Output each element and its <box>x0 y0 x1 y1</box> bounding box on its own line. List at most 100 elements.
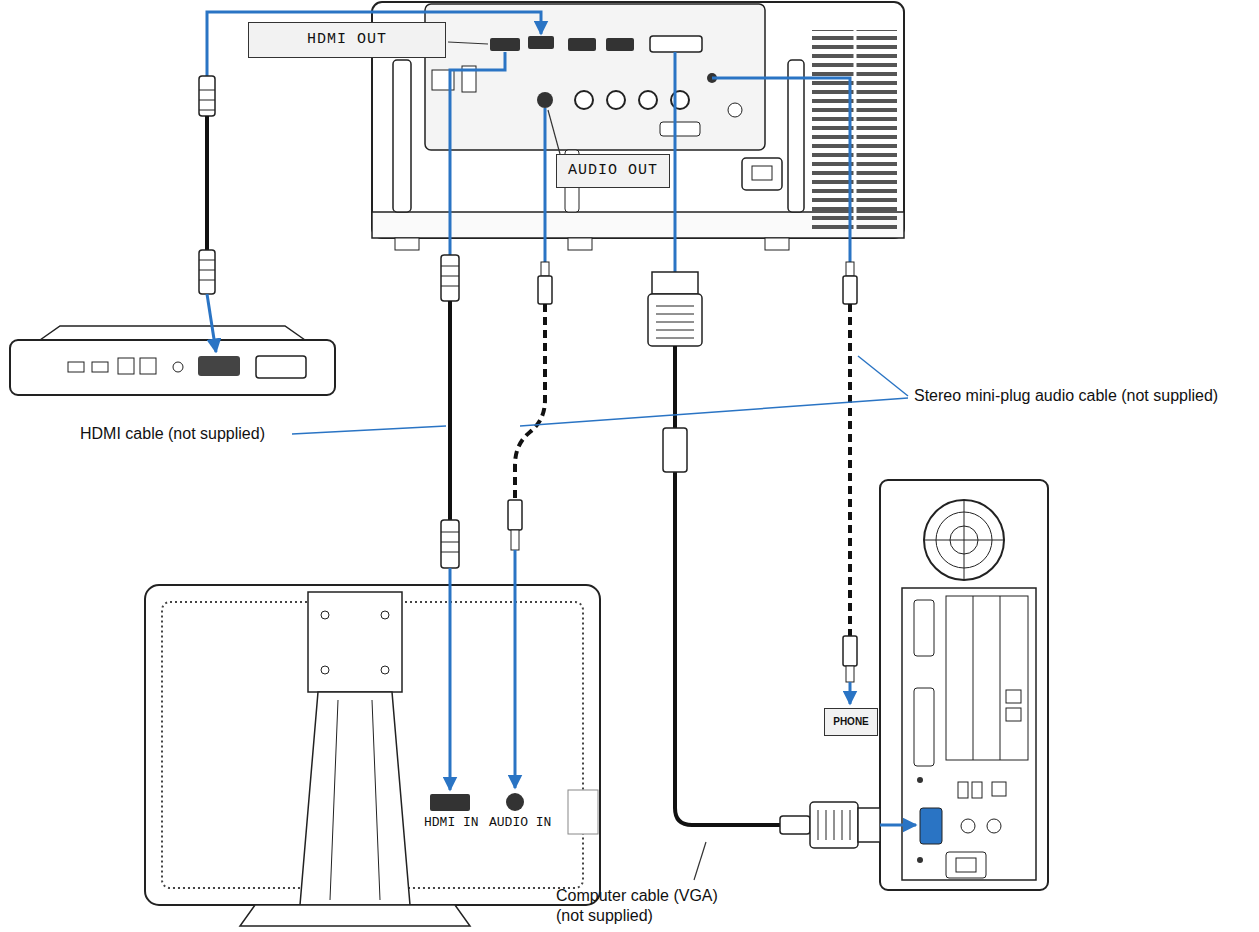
projector <box>568 38 596 51</box>
monitor <box>308 592 402 692</box>
callout-box: AUDIO OUT <box>556 154 670 188</box>
hdmi-cable-laptop <box>199 76 215 116</box>
pc-tower <box>992 782 1006 796</box>
port-label: AUDIO OUT <box>568 162 658 180</box>
pc-tower <box>880 480 1048 890</box>
leader-line <box>292 426 446 434</box>
hdmi-cable-monitor <box>448 301 452 520</box>
vga-cable <box>648 52 916 880</box>
pc-tower <box>914 600 934 656</box>
audio-cable-monitor <box>538 276 552 304</box>
hdmi-cable-laptop <box>207 12 541 76</box>
port-label: AUDIO IN <box>489 815 551 830</box>
pc-tower <box>1006 708 1021 721</box>
port-label: PHONE <box>833 716 869 728</box>
monitor <box>240 905 470 926</box>
projector <box>568 238 592 250</box>
cable-label: Computer cable (VGA) (not supplied) <box>556 886 734 926</box>
monitor <box>321 611 329 619</box>
audio-cable-monitor <box>511 530 519 550</box>
pc-tower <box>902 588 1036 880</box>
vga-cable <box>880 824 916 827</box>
port-label: HDMI IN <box>424 815 479 830</box>
projector <box>752 166 772 180</box>
hdmi-cable-laptop <box>205 116 209 250</box>
monitor <box>381 611 389 619</box>
monitor <box>145 585 600 926</box>
vga-cable <box>694 842 706 880</box>
projector <box>812 30 897 230</box>
hdmi-cable-laptop <box>199 12 541 352</box>
vga-cable <box>652 272 698 294</box>
projector <box>395 238 419 250</box>
vga-cable <box>674 52 677 272</box>
vga-cable <box>818 810 850 840</box>
leader-line <box>292 356 908 434</box>
projector <box>854 30 857 230</box>
projector <box>490 38 520 51</box>
laptop <box>140 358 156 374</box>
audio-cable-monitor <box>544 108 547 262</box>
audio-cable-monitor <box>508 108 552 788</box>
projector <box>660 122 700 136</box>
hdmi-cable-monitor <box>441 532 459 552</box>
pc-tower <box>880 480 1048 890</box>
audio-cable-pc <box>849 682 852 704</box>
laptop <box>198 356 240 376</box>
vga-cable <box>858 808 880 842</box>
pc-tower <box>956 858 976 872</box>
laptop <box>40 326 305 340</box>
pc-tower <box>914 688 934 766</box>
projector <box>742 158 782 190</box>
audio-cable-monitor <box>541 262 549 276</box>
cable-label: Stereo mini-plug audio cable (not suppli… <box>914 386 1244 406</box>
pc-tower <box>917 777 923 783</box>
laptop <box>256 356 306 378</box>
hdmi-cable-monitor <box>441 52 505 790</box>
monitor <box>568 790 598 834</box>
audio-cable-monitor <box>515 304 545 500</box>
pc-tower <box>961 819 975 833</box>
audio-cable-pc <box>846 666 854 682</box>
hdmi-cable-laptop <box>207 294 216 352</box>
monitor <box>300 692 410 905</box>
projector <box>575 91 593 109</box>
pc-tower <box>987 819 1001 833</box>
monitor <box>381 666 389 674</box>
hdmi-cable-monitor <box>449 568 452 790</box>
laptop <box>68 362 84 372</box>
audio-cable-pc <box>848 304 852 636</box>
vga-cable <box>663 428 687 472</box>
audio-cable-monitor <box>508 500 522 530</box>
audio-cable-pc <box>712 78 850 262</box>
audio-cable-pc <box>843 636 857 666</box>
leader-line <box>548 110 560 154</box>
leader-line <box>520 398 908 426</box>
vga-cable <box>810 802 858 848</box>
monitor <box>321 666 329 674</box>
projector <box>650 36 702 52</box>
audio-cable-pc <box>712 78 857 704</box>
pc-tower <box>917 857 923 863</box>
audio-cable-monitor <box>514 550 517 788</box>
laptop <box>10 340 335 395</box>
hdmi-cable-laptop <box>199 90 215 110</box>
projector <box>788 60 804 212</box>
audio-cable-pc <box>846 262 854 276</box>
projector <box>537 92 553 108</box>
hdmi-cable-monitor <box>441 255 459 301</box>
projector <box>393 60 411 212</box>
hdmi-cable-monitor <box>441 520 459 568</box>
pc-tower <box>924 500 1004 580</box>
projector <box>765 238 789 250</box>
projector <box>728 103 742 117</box>
hdmi-cable-laptop <box>199 250 215 294</box>
pc-tower <box>920 808 942 844</box>
monitor <box>506 793 524 811</box>
callout-box: PHONE <box>824 708 878 736</box>
monitor <box>430 794 470 811</box>
projector <box>372 2 904 250</box>
pc-tower <box>924 500 1004 580</box>
